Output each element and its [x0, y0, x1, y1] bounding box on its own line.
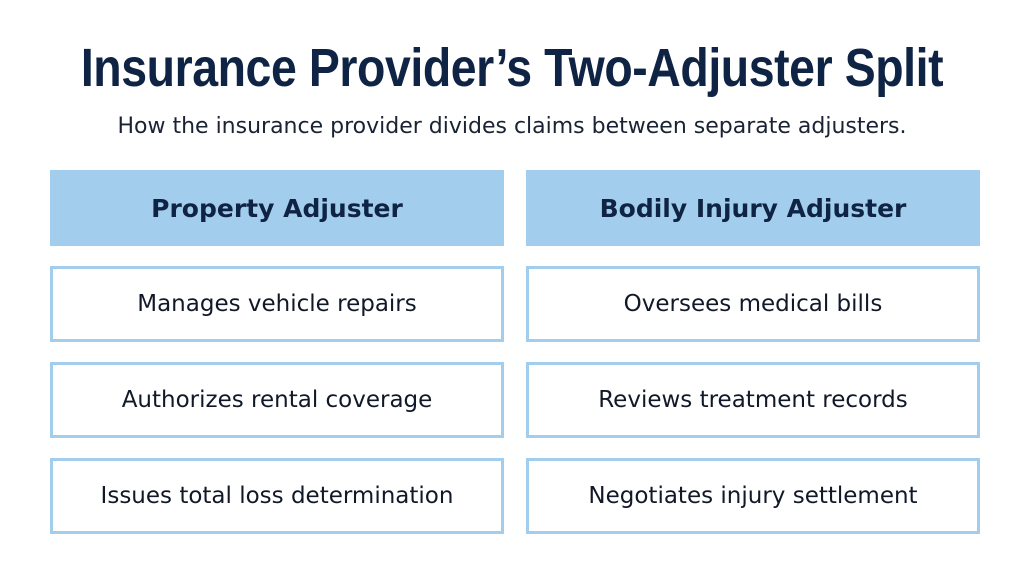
- property-adjuster-column: Property Adjuster Manages vehicle repair…: [50, 170, 504, 534]
- column-header-bodily-injury-adjuster: Bodily Injury Adjuster: [526, 170, 980, 246]
- duty-item: Authorizes rental coverage: [50, 362, 504, 438]
- bodily-injury-adjuster-column: Bodily Injury Adjuster Oversees medical …: [526, 170, 980, 534]
- duty-item: Reviews treatment records: [526, 362, 980, 438]
- duty-item: Issues total loss determination: [50, 458, 504, 534]
- duty-item: Manages vehicle repairs: [50, 266, 504, 342]
- page-title: Insurance Provider’s Two-Adjuster Split: [80, 38, 944, 98]
- duty-item: Oversees medical bills: [526, 266, 980, 342]
- page-subtitle: How the insurance provider divides claim…: [117, 114, 907, 139]
- duty-item: Negotiates injury settlement: [526, 458, 980, 534]
- column-header-property-adjuster: Property Adjuster: [50, 170, 504, 246]
